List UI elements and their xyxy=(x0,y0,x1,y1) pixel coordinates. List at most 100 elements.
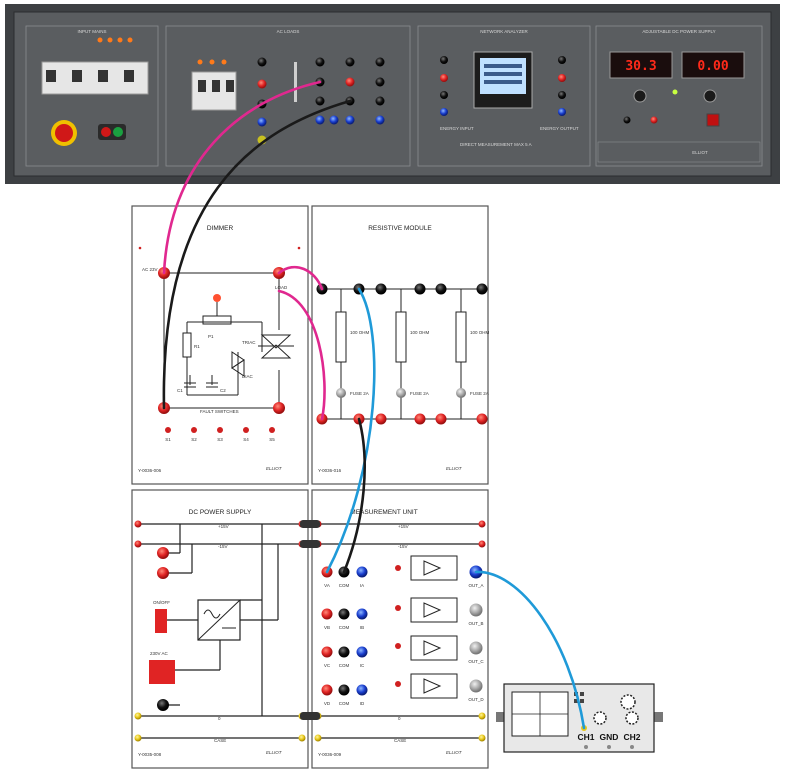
black-wire-com[interactable] xyxy=(342,417,366,574)
jack-black[interactable] xyxy=(558,91,566,99)
jack-red[interactable] xyxy=(476,413,488,425)
breaker-lever[interactable] xyxy=(226,80,234,92)
current-jack[interactable] xyxy=(356,566,368,578)
voltage-jack[interactable] xyxy=(321,684,333,696)
output-jack[interactable] xyxy=(469,603,483,617)
breaker-lever[interactable] xyxy=(98,70,108,82)
jack-black[interactable] xyxy=(440,91,448,99)
ch2-volts-knob[interactable] xyxy=(625,711,639,725)
jack-blue[interactable] xyxy=(440,108,448,116)
fuse-holder[interactable] xyxy=(336,388,346,398)
jack-black[interactable] xyxy=(476,283,488,295)
jack-blue[interactable] xyxy=(315,115,325,125)
voltage-jack[interactable] xyxy=(321,608,333,620)
fault-switch[interactable] xyxy=(243,427,249,433)
breaker-lever[interactable] xyxy=(46,70,56,82)
com-jack[interactable] xyxy=(338,684,350,696)
fault-switch[interactable] xyxy=(269,427,275,433)
mains-socket[interactable] xyxy=(149,660,175,684)
jack-black[interactable] xyxy=(558,56,566,64)
breaker-lever[interactable] xyxy=(198,80,206,92)
jack-red[interactable] xyxy=(345,77,355,87)
scope-jack[interactable] xyxy=(607,745,611,749)
black-wire-neutral[interactable] xyxy=(162,99,352,410)
jack-black[interactable] xyxy=(315,96,325,106)
jack-black[interactable] xyxy=(315,57,325,67)
jack-red[interactable] xyxy=(414,413,426,425)
scope-button[interactable] xyxy=(580,692,584,696)
current-jack[interactable] xyxy=(356,684,368,696)
magenta-wire-mains[interactable] xyxy=(162,80,322,275)
fuse-holder[interactable] xyxy=(456,388,466,398)
rail-jack[interactable] xyxy=(134,520,142,528)
fault-switch[interactable] xyxy=(191,427,197,433)
jack-red[interactable] xyxy=(257,79,267,89)
ch1-volts-knob[interactable] xyxy=(593,711,607,725)
onoff-switch[interactable] xyxy=(155,609,167,633)
fault-switch[interactable] xyxy=(165,427,171,433)
emergency-stop-button[interactable] xyxy=(55,124,73,142)
case-jack[interactable] xyxy=(298,734,306,742)
jack-blue[interactable] xyxy=(257,117,267,127)
jack-black[interactable] xyxy=(414,283,426,295)
load-jack-bottom[interactable] xyxy=(273,402,285,414)
rail-jack[interactable] xyxy=(478,520,486,528)
jack-black[interactable] xyxy=(375,283,387,295)
start-button[interactable] xyxy=(113,127,123,137)
breaker-lever[interactable] xyxy=(124,70,134,82)
jack-red[interactable] xyxy=(375,413,387,425)
blue-wire-voltage[interactable] xyxy=(325,287,376,574)
plus15v-jack[interactable] xyxy=(157,547,169,559)
com-jack[interactable] xyxy=(338,646,350,658)
jack-blue[interactable] xyxy=(345,115,355,125)
selector-lamp[interactable] xyxy=(395,643,401,649)
jack-red[interactable] xyxy=(558,74,566,82)
stop-button[interactable] xyxy=(101,127,111,137)
ground-jack[interactable] xyxy=(157,699,169,711)
jack-red[interactable] xyxy=(440,74,448,82)
jack-black[interactable] xyxy=(375,77,385,87)
scope-button[interactable] xyxy=(580,699,584,703)
selector-lamp[interactable] xyxy=(395,605,401,611)
output-jack[interactable] xyxy=(469,641,483,655)
jack-red[interactable] xyxy=(435,413,447,425)
com-jack[interactable] xyxy=(338,608,350,620)
magenta-wire-load[interactable] xyxy=(277,266,324,291)
jack-red[interactable] xyxy=(650,116,658,124)
current-jack[interactable] xyxy=(356,608,368,620)
rail-jack[interactable] xyxy=(478,540,486,548)
breaker-lever[interactable] xyxy=(212,80,220,92)
jack-blue[interactable] xyxy=(329,115,339,125)
fuse-holder[interactable] xyxy=(396,388,406,398)
breaker-lever[interactable] xyxy=(72,70,82,82)
scope-jack[interactable] xyxy=(584,745,588,749)
jack-black[interactable] xyxy=(257,57,267,67)
scope-jack[interactable] xyxy=(630,745,634,749)
jack-black[interactable] xyxy=(435,283,447,295)
zero-jack[interactable] xyxy=(478,712,486,720)
selector-lamp[interactable] xyxy=(395,681,401,687)
jack-blue[interactable] xyxy=(558,108,566,116)
output-jack[interactable] xyxy=(469,679,483,693)
jack-black[interactable] xyxy=(623,116,631,124)
voltage-jack[interactable] xyxy=(321,646,333,658)
blue-wire-scope[interactable] xyxy=(474,570,586,730)
timebase-knob[interactable] xyxy=(620,694,636,710)
fault-switch[interactable] xyxy=(217,427,223,433)
current-jack[interactable] xyxy=(356,646,368,658)
scope-button[interactable] xyxy=(574,699,578,703)
power-switch[interactable] xyxy=(706,113,720,127)
case-jack[interactable] xyxy=(134,734,142,742)
minus15v-jack[interactable] xyxy=(157,567,169,579)
jack-black[interactable] xyxy=(375,57,385,67)
case-jack[interactable] xyxy=(314,734,322,742)
magenta-wire-load-return[interactable] xyxy=(277,289,326,421)
jack-black[interactable] xyxy=(345,57,355,67)
zero-jack[interactable] xyxy=(134,712,142,720)
jack-blue[interactable] xyxy=(375,115,385,125)
jack-black[interactable] xyxy=(440,56,448,64)
rail-jack[interactable] xyxy=(134,540,142,548)
selector-lamp[interactable] xyxy=(395,565,401,571)
voltage-knob[interactable] xyxy=(633,89,647,103)
case-jack[interactable] xyxy=(478,734,486,742)
